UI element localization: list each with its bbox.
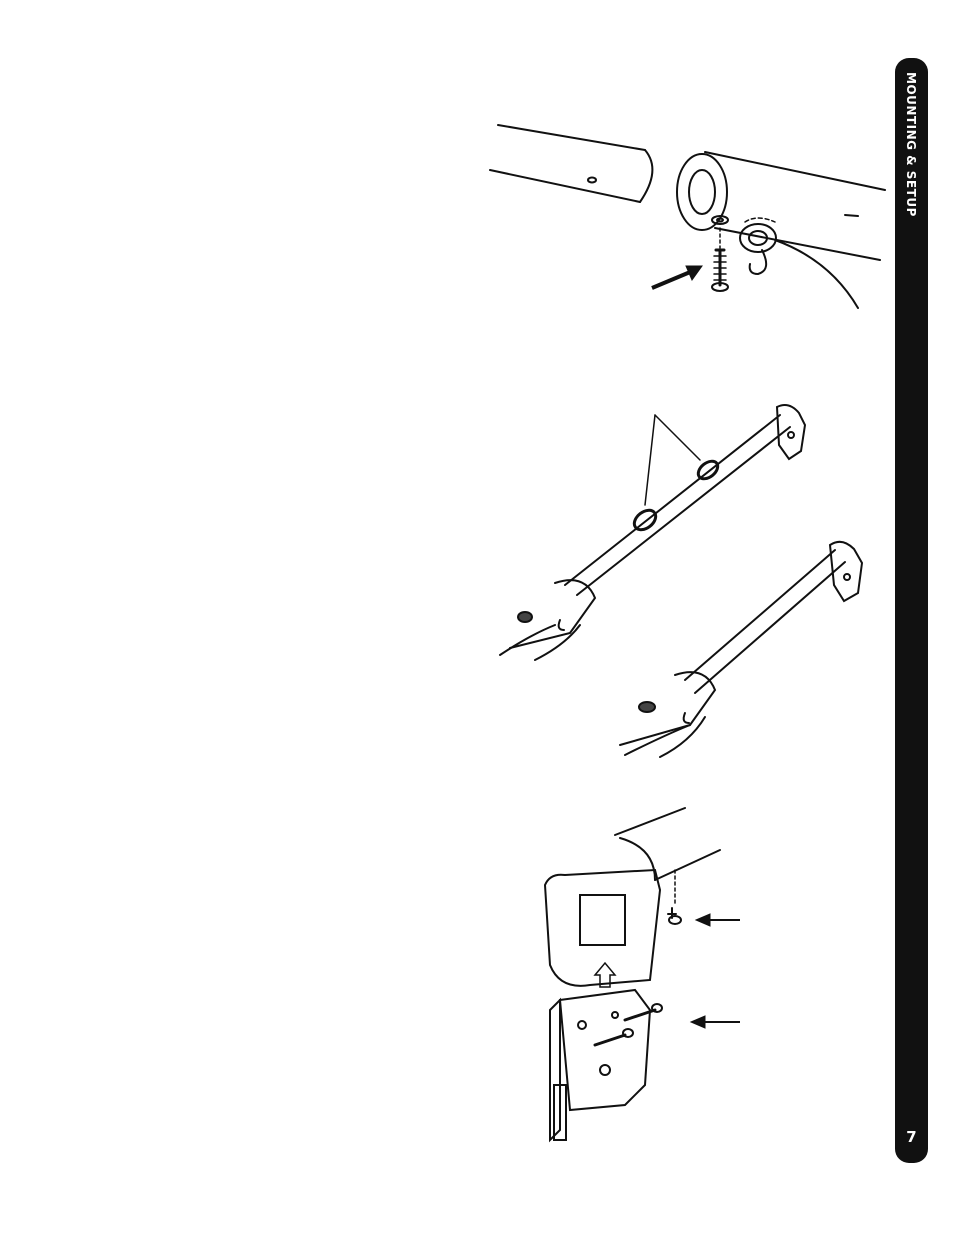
tube-joint-screw-illustration: [480, 110, 890, 320]
bracket-assembly-illustration: [520, 800, 750, 1150]
section-side-tab: [895, 58, 928, 1163]
section-label: MOUNTING & SETUP: [904, 72, 918, 217]
page-number: 7: [895, 1128, 928, 1146]
telescoping-pole-illustration: [495, 395, 890, 765]
